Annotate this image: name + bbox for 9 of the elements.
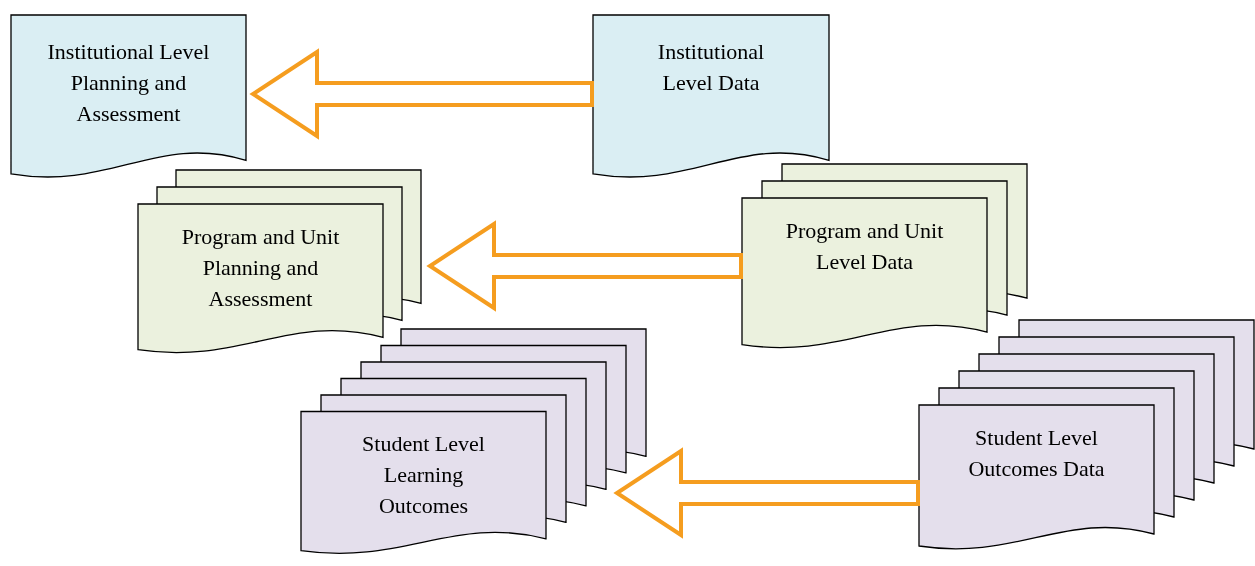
document-label: Program and Unit Planning and Assessment xyxy=(180,223,341,313)
document-label: Student Level Learning Outcomes xyxy=(361,430,486,520)
document-label: Student Level Outcomes Data xyxy=(967,424,1106,483)
document-label: Institutional Level Planning and Assessment xyxy=(46,38,211,128)
block-arrow xyxy=(249,48,594,140)
block-arrow xyxy=(426,220,743,312)
document-label: Institutional Level Data xyxy=(656,38,766,97)
document-label: Program and Unit Level Data xyxy=(784,217,945,276)
block-arrow xyxy=(613,447,920,539)
